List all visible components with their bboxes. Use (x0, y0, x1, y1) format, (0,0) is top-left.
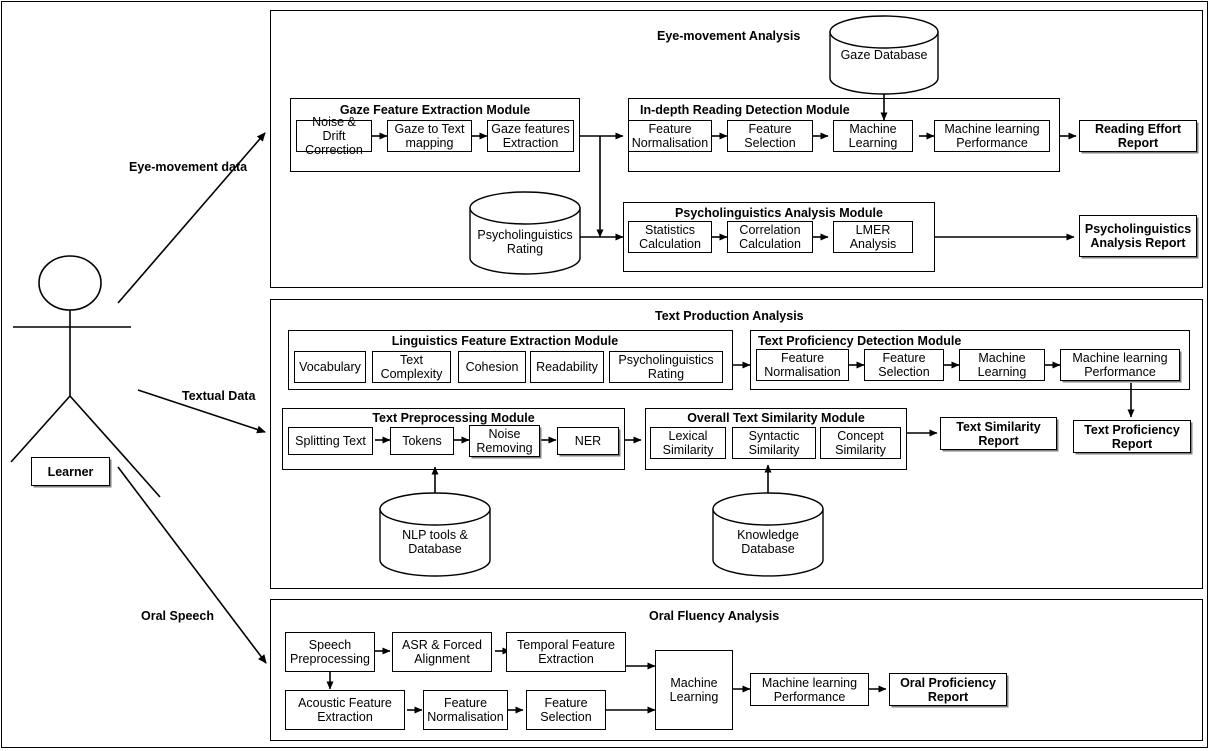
node-machine-learning-oral[interactable]: Machine Learning (655, 650, 733, 730)
module-linguistics-feature-extraction (288, 330, 733, 390)
panel-eye-movement-analysis (270, 10, 1203, 288)
node-feature-normalisation-text[interactable]: Feature Normalisation (756, 349, 849, 381)
node-vocabulary[interactable]: Vocabulary (294, 351, 366, 383)
panel-oral-fluency-analysis (270, 599, 1203, 741)
module-title-overall-text-similarity: Overall Text Similarity Module (687, 411, 865, 425)
panel-text-production-analysis (270, 299, 1203, 589)
module-title-gaze-feature-extraction: Gaze Feature Extraction Module (339, 103, 531, 117)
panel-title-text-production-analysis: Text Production Analysis (655, 309, 804, 323)
module-gaze-feature-extraction (290, 98, 580, 172)
learner-label-box[interactable]: Learner (31, 457, 110, 486)
node-lmer-analysis[interactable]: LMER Analysis (833, 221, 913, 253)
module-psycholinguistics-analysis (623, 202, 935, 272)
node-acoustic-feature-extraction[interactable]: Acoustic Feature Extraction (285, 690, 405, 730)
gaze-database-label-text: Gaze Database (840, 48, 928, 62)
node-tokens[interactable]: Tokens (390, 427, 454, 455)
module-text-proficiency-detection (750, 330, 1190, 390)
node-gaze-features-extraction[interactable]: Gaze features Extraction (487, 120, 574, 152)
node-feature-normalisation-eye[interactable]: Feature Normalisation (628, 120, 712, 152)
node-psycholinguistics-rating[interactable]: Psycholinguistics Rating (609, 351, 723, 383)
module-title-linguistics-feature-extraction: Linguistics Feature Extraction Module (391, 334, 619, 348)
module-title-text-preprocessing: Text Preprocessing Module (372, 411, 535, 425)
node-speech-preprocessing[interactable]: Speech Preprocessing (285, 632, 375, 672)
node-gaze-to-text-mapping[interactable]: Gaze to Text mapping (387, 120, 472, 152)
node-machine-learning-performance-text[interactable]: Machine learning Performance (1060, 349, 1180, 381)
node-noise-removing[interactable]: Noise Removing (469, 425, 540, 457)
report-oral-proficiency[interactable]: Oral Proficiency Report (889, 673, 1007, 706)
node-text-complexity[interactable]: Text Complexity (372, 351, 451, 383)
node-feature-selection-oral[interactable]: Feature Selection (526, 690, 606, 730)
node-noise-drift-correction[interactable]: Noise & Drift Correction (296, 115, 372, 157)
report-psycholinguistics-analysis[interactable]: Psycholinguistics Analysis Report (1079, 215, 1197, 257)
module-title-text-proficiency-detection: Text Proficiency Detection Module (758, 334, 962, 348)
psycholinguistics-rating-label-text: Psycholinguistics Rating (477, 228, 573, 256)
module-overall-text-similarity (645, 408, 907, 470)
edge-label-oral-speech: Oral Speech (141, 609, 214, 623)
node-machine-learning-performance-eye[interactable]: Machine learning Performance (934, 120, 1050, 152)
node-concept-similarity[interactable]: Concept Similarity (820, 427, 901, 459)
node-readability[interactable]: Readability (530, 351, 604, 383)
node-machine-learning-eye[interactable]: Machine Learning (833, 120, 913, 152)
node-statistics-calculation[interactable]: Statistics Calculation (628, 221, 712, 253)
node-machine-learning-text[interactable]: Machine Learning (959, 349, 1045, 381)
node-splitting-text[interactable]: Splitting Text (288, 427, 373, 455)
panel-title-eye-movement-analysis: Eye-movement Analysis (657, 29, 801, 43)
node-cohesion[interactable]: Cohesion (458, 351, 526, 383)
report-reading-effort[interactable]: Reading Effort Report (1079, 120, 1197, 152)
node-correlation-calculation[interactable]: Correlation Calculation (727, 221, 813, 253)
knowledge-database-label-text: Knowledge Database (737, 528, 799, 556)
report-text-similarity[interactable]: Text Similarity Report (940, 417, 1057, 450)
panel-title-oral-fluency-analysis: Oral Fluency Analysis (649, 609, 780, 623)
module-title-psycholinguistics-analysis: Psycholinguistics Analysis Module (675, 206, 883, 220)
node-temporal-feature-extraction[interactable]: Temporal Feature Extraction (506, 632, 626, 672)
node-feature-normalisation-oral[interactable]: Feature Normalisation (423, 690, 508, 730)
edge-label-eye-movement-data: Eye-movement data (129, 160, 248, 174)
node-lexical-similarity[interactable]: Lexical Similarity (650, 427, 726, 459)
node-syntactic-similarity[interactable]: Syntactic Similarity (732, 427, 816, 459)
node-machine-learning-performance-oral[interactable]: Machine learning Performance (750, 673, 869, 706)
edge-label-textual-data: Textual Data (182, 389, 256, 403)
node-feature-selection-text[interactable]: Feature Selection (864, 349, 944, 381)
module-title-in-depth-reading-detection: In-depth Reading Detection Module (640, 103, 850, 117)
node-feature-selection-eye[interactable]: Feature Selection (727, 120, 813, 152)
report-text-proficiency[interactable]: Text Proficiency Report (1073, 420, 1191, 453)
module-text-preprocessing (282, 408, 625, 470)
node-asr-forced-alignment[interactable]: ASR & Forced Alignment (392, 632, 492, 672)
nlp-tools-database-label-text: NLP tools & Database (402, 528, 468, 556)
node-ner[interactable]: NER (557, 427, 619, 455)
